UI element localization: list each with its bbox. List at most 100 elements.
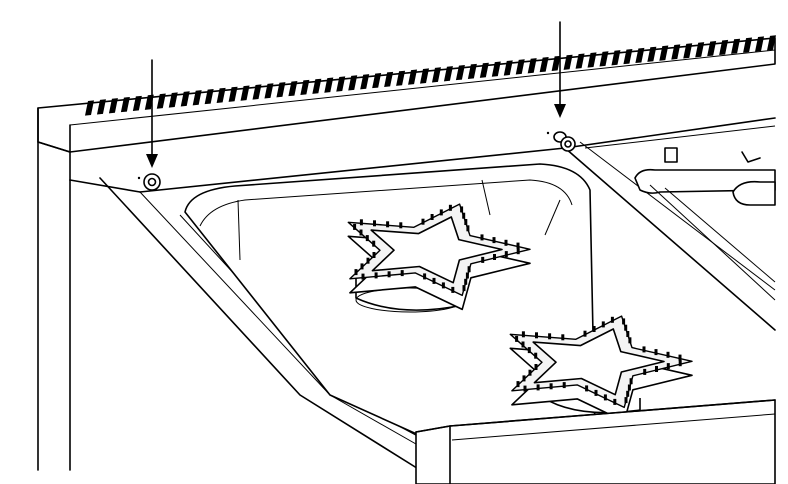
vent-slot <box>96 99 106 115</box>
vent-slot <box>587 52 597 68</box>
flame-port <box>626 390 630 397</box>
flame-port <box>432 277 436 284</box>
flame-port <box>610 316 614 323</box>
vent-slot <box>743 37 753 53</box>
vent-slot <box>599 51 609 67</box>
vent-slot <box>120 96 130 113</box>
flame-port <box>643 368 647 375</box>
vent-slot <box>479 62 489 78</box>
flame-port <box>481 256 485 263</box>
flame-port <box>515 335 519 342</box>
flame-port <box>626 331 630 337</box>
flame-port <box>504 239 508 246</box>
flame-port <box>441 282 445 289</box>
vent-slot <box>108 98 118 114</box>
flame-port <box>516 381 520 388</box>
vent-slot <box>503 60 513 76</box>
vent-slot <box>491 61 501 77</box>
flame-port <box>594 389 598 396</box>
vent-slot <box>455 64 465 81</box>
flame-port <box>400 270 404 277</box>
flame-port <box>528 369 532 376</box>
vent-slot <box>695 42 705 58</box>
flame-port <box>359 229 363 236</box>
flame-port <box>624 324 628 331</box>
flame-port <box>561 334 565 341</box>
flame-port <box>421 218 425 225</box>
vent-slot <box>396 70 406 86</box>
flame-port <box>465 272 469 279</box>
arrow-right <box>554 21 566 118</box>
vent-slot <box>264 83 274 99</box>
vent-slot <box>204 88 214 105</box>
flame-port <box>534 364 538 370</box>
flame-port <box>613 398 617 405</box>
vent-slot <box>755 36 765 52</box>
vent-slot <box>515 59 525 75</box>
vent-slot <box>707 40 717 57</box>
flame-port <box>467 266 471 273</box>
flame-port <box>439 209 443 216</box>
flame-port <box>603 394 607 401</box>
flame-port <box>585 385 589 392</box>
flame-port <box>354 269 358 276</box>
flame-port <box>523 385 527 392</box>
burner-front <box>509 315 693 423</box>
flame-port <box>562 382 566 389</box>
flame-port <box>628 337 632 344</box>
flame-port <box>583 330 587 337</box>
flame-port <box>642 346 646 353</box>
vent-slot <box>372 72 382 89</box>
vent-slot <box>647 46 657 62</box>
flame-port <box>353 223 357 230</box>
vent-slot <box>420 68 430 84</box>
flame-port <box>678 360 682 367</box>
flame-port <box>451 286 455 293</box>
flame-port <box>592 326 596 332</box>
vent-slot <box>384 71 394 88</box>
flame-port <box>654 349 658 356</box>
vent-slot <box>348 75 358 91</box>
flame-port <box>462 285 466 292</box>
flame-port <box>464 278 468 285</box>
vent-slot <box>767 35 776 51</box>
flame-port <box>534 352 538 359</box>
vent-slot <box>551 55 561 72</box>
vent-slot <box>611 50 621 66</box>
flame-port <box>493 254 496 260</box>
flame-port <box>601 321 605 328</box>
flame-port <box>399 222 403 229</box>
vent-slot <box>623 48 633 65</box>
vent-slot <box>132 95 142 112</box>
vent-slot <box>635 47 645 64</box>
flame-port <box>423 273 427 280</box>
flame-port <box>360 263 364 270</box>
flame-port <box>359 219 363 226</box>
flame-port <box>521 331 525 338</box>
vent-slot <box>575 53 585 69</box>
vent-slot <box>228 86 238 102</box>
flame-port <box>521 341 525 348</box>
vent-slot <box>731 38 741 54</box>
vent-slot <box>659 45 669 61</box>
flame-port <box>536 384 540 391</box>
flame-port <box>655 366 658 372</box>
vent-slot <box>539 56 549 73</box>
screw-right <box>546 131 576 152</box>
flame-port <box>430 214 434 220</box>
vent-slot <box>443 66 453 82</box>
flame-port <box>504 251 508 258</box>
flame-port <box>480 234 484 241</box>
flame-port <box>373 220 376 227</box>
flame-port <box>516 248 520 255</box>
vent-slot <box>216 87 226 104</box>
flame-port <box>366 257 370 264</box>
flame-port <box>372 252 376 258</box>
vent-slot <box>671 44 681 60</box>
flame-port <box>492 237 496 244</box>
vent-slot <box>719 39 729 56</box>
flame-port <box>678 354 682 361</box>
burner-rear <box>347 203 531 313</box>
vent-slots <box>85 35 776 116</box>
